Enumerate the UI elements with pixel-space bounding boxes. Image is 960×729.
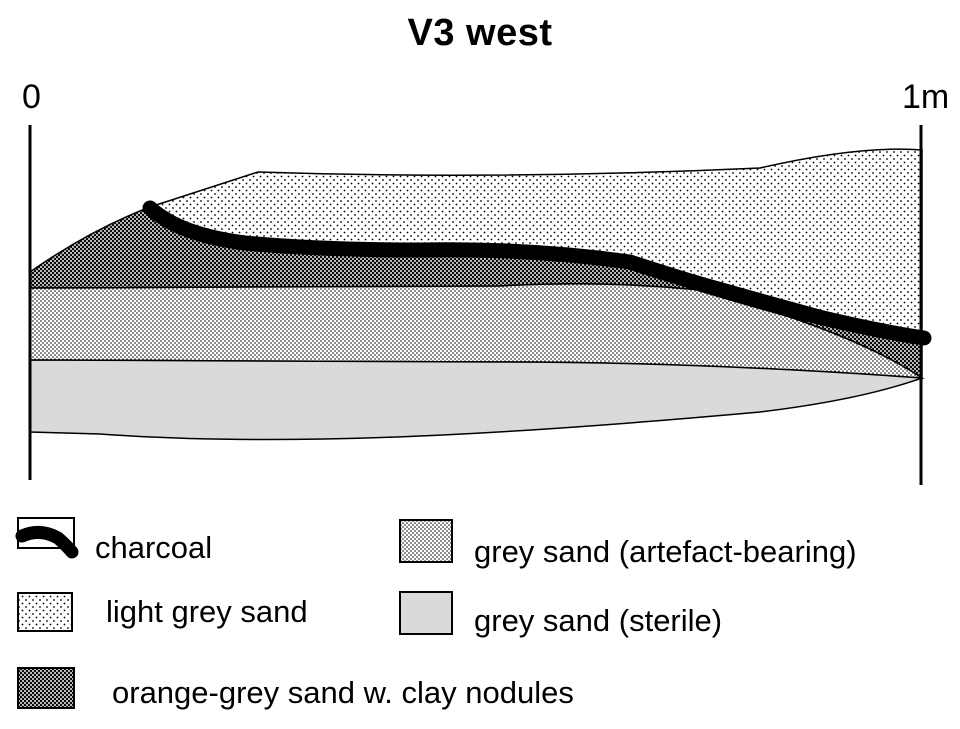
layer-grey-sand-sterile <box>29 359 923 441</box>
legend-label-charcoal: charcoal <box>95 530 213 565</box>
scale-end-label: 1m <box>902 78 950 116</box>
legend-swatch-grey-sand-sterile <box>399 591 453 635</box>
legend-swatch-light-grey-sand <box>17 592 73 632</box>
legend-label-grey-sand-sterile: grey sand (sterile) <box>474 603 723 638</box>
legend-swatch-orange-grey-sand <box>17 667 75 709</box>
legend-label-grey-sand-artefact: grey sand (artefact-bearing) <box>474 534 857 569</box>
legend-label-light-grey-sand: light grey sand <box>106 594 308 629</box>
charcoal-band <box>142 200 932 346</box>
legend-label-orange-grey-sand: orange-grey sand w. clay nodules <box>112 675 574 710</box>
figure-title: V3 west <box>407 12 553 54</box>
scale-start-label: 0 <box>22 78 41 116</box>
legend-swatch-grey-sand-artefact <box>399 519 453 563</box>
legend-swatch-charcoal <box>15 517 79 559</box>
